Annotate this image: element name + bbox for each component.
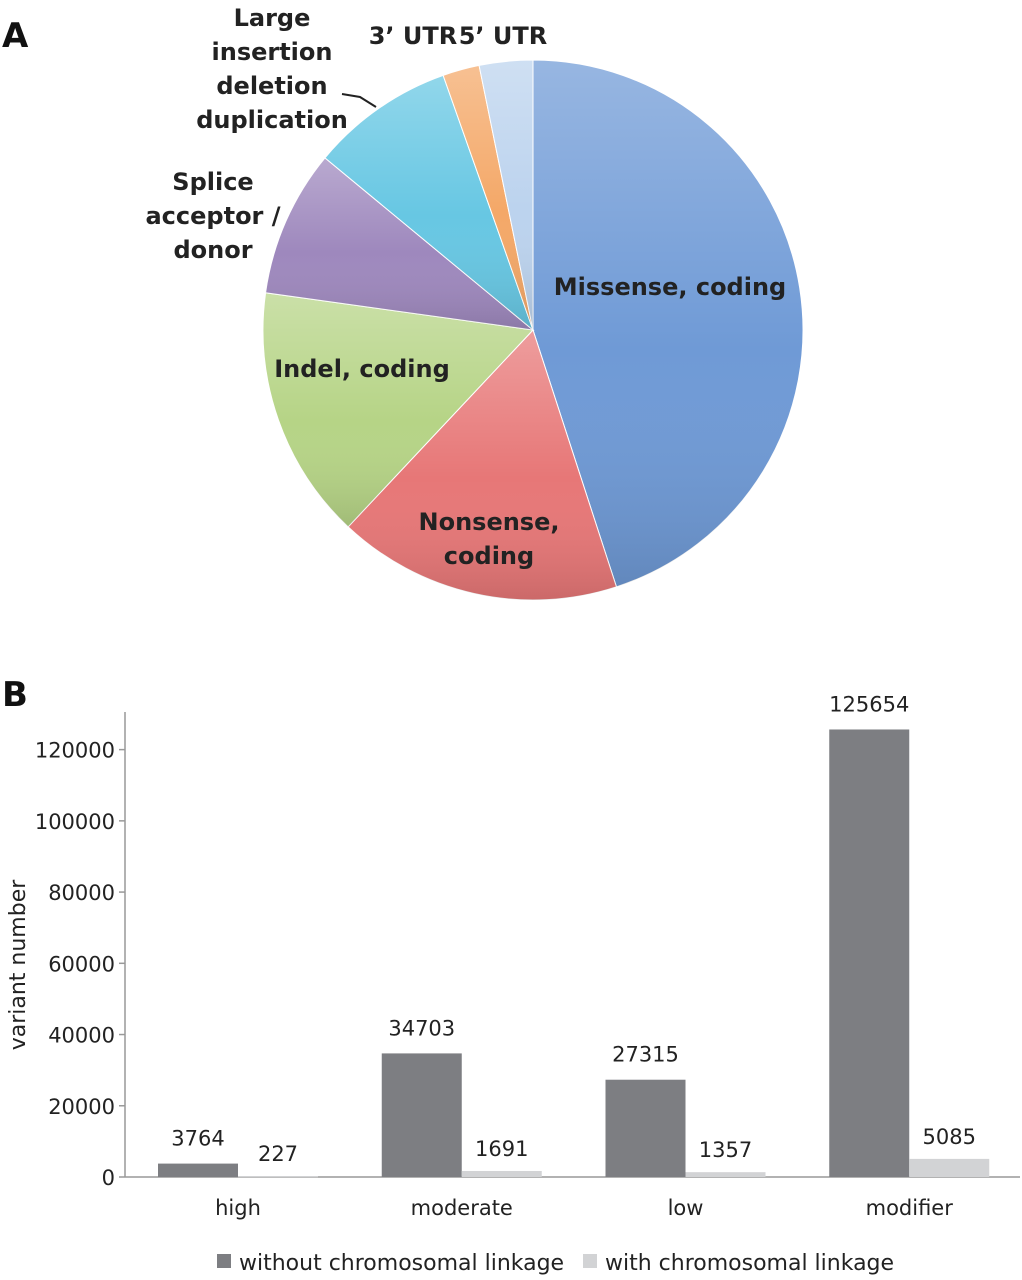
pie-slice-shade-missense-coding [533,60,804,587]
panel-b-letter: B [2,675,28,715]
bar-modifier-with-linkage [909,1158,990,1177]
pie-slice-shade-3-utr [443,65,533,330]
bar-value-label: 1357 [699,1138,752,1162]
pie-slice-shade-nonsense-coding [348,330,617,601]
bar-high-with-linkage [238,1176,318,1178]
bar-value-label: 5085 [923,1125,976,1149]
legend-swatch-with-linkage [583,1254,597,1268]
bar-value-label: 27315 [612,1043,679,1067]
x-tick-label-low: low [668,1196,704,1220]
pie-label-indel-coding: Indel, coding [274,355,450,383]
bar-high-without-linkage [158,1163,238,1177]
y-tick-label: 20000 [48,1095,115,1119]
x-tick-label-moderate: moderate [411,1196,513,1220]
x-tick-label-modifier: modifier [866,1196,954,1220]
pie-label-3-utr: 3’ UTR [369,22,458,50]
bar-value-label: 227 [258,1142,298,1166]
x-tick-label-high: high [215,1196,261,1220]
y-tick-label: 40000 [48,1024,115,1048]
pie-label-nonsense-coding: Nonsense,coding [419,508,560,570]
bar-moderate-without-linkage [381,1053,462,1177]
pie-label-missense-coding: Missense, coding [554,273,786,301]
y-tick-label: 0 [102,1166,115,1190]
panel-a-letter: A [2,16,29,56]
y-tick-label: 60000 [48,952,115,976]
bar-moderate-with-linkage [461,1170,542,1177]
bar-value-label: 1691 [475,1137,528,1161]
bar-low-without-linkage [605,1079,686,1177]
bar-value-label: 3764 [171,1127,224,1151]
bar-value-label: 34703 [388,1016,455,1040]
legend-label-without-linkage: without chromosomal linkage [239,1251,564,1276]
bar-value-label: 125654 [829,692,909,716]
bar-modifier-without-linkage [829,729,910,1177]
pie-slice-shade-indel-coding [263,292,533,527]
y-tick-label: 120000 [35,739,115,763]
y-tick-label: 100000 [35,810,115,834]
pie-label-5-utr: 5’ UTR [459,22,548,50]
legend-label-with-linkage: with chromosomal linkage [605,1251,894,1276]
y-axis-title: variant number [6,879,31,1051]
y-tick-label: 80000 [48,881,115,905]
pie-leader-line [341,93,377,108]
pie-slice-shade-5-utr [479,60,533,330]
bar-low-with-linkage [685,1172,766,1177]
legend-swatch-without-linkage [217,1254,231,1268]
pie-slice-shade-splice-acceptor-donor [265,157,533,330]
pie-slice-shade-large-insertion-deletion-duplication [324,75,533,330]
bar-chart: 0 20000 40000 60000 80000 100000 120000 variant… [6,692,1020,1276]
